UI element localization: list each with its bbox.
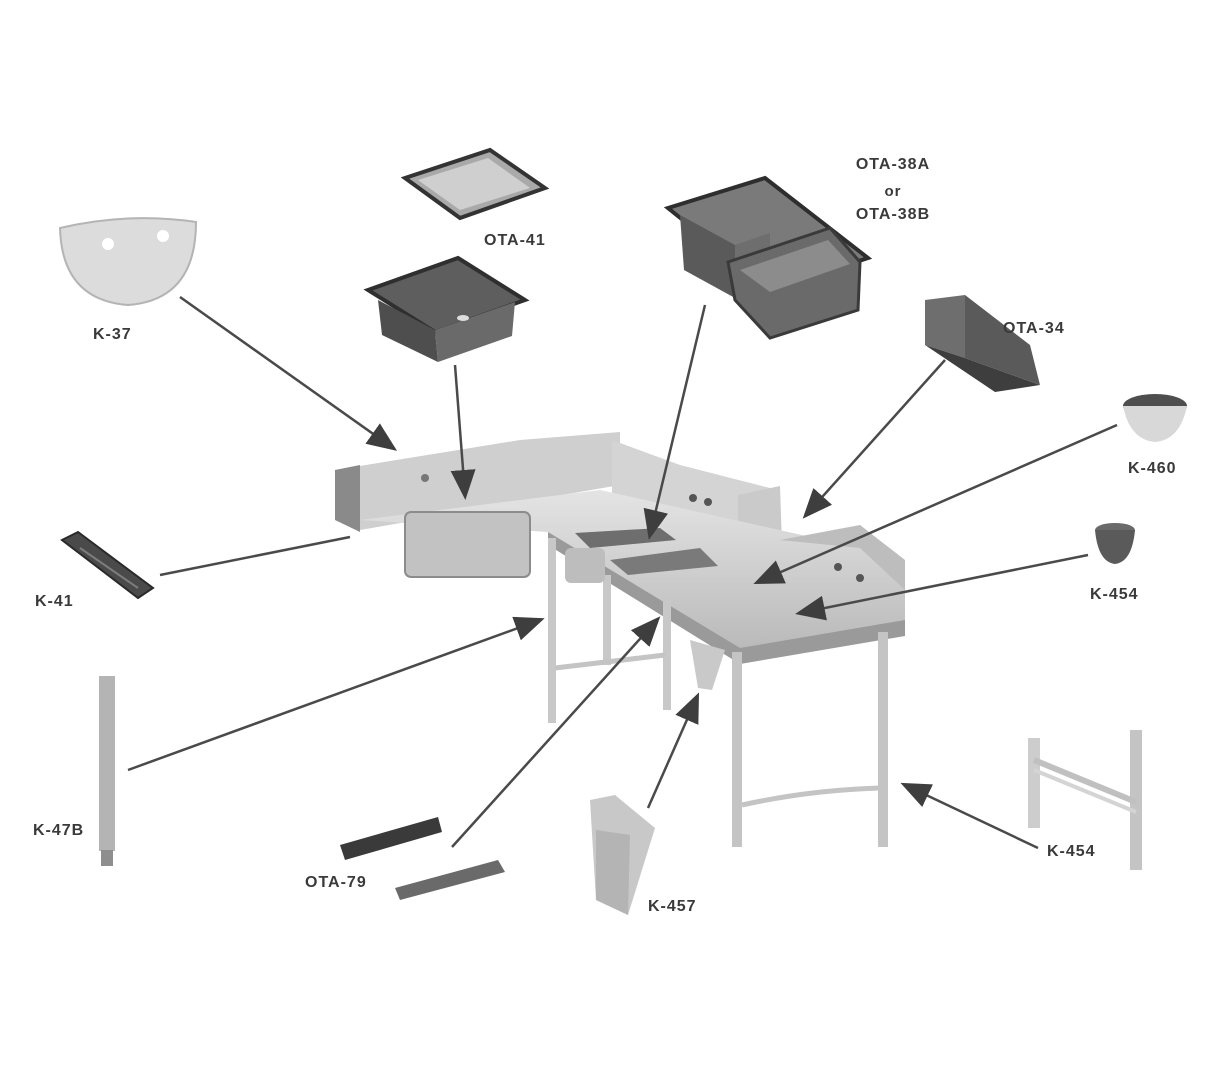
sink-table — [335, 432, 905, 847]
bowl-small-part — [1095, 523, 1135, 564]
table-leg — [663, 600, 671, 710]
double-sink-part — [663, 175, 873, 340]
faucet-hole — [689, 494, 697, 502]
label-double-sink-b: OTA-38B — [855, 206, 931, 223]
arrow-double-sink — [643, 304, 707, 540]
crossrail-part — [1028, 730, 1142, 870]
left-backsplash — [335, 432, 620, 530]
label-splash-shelf: OTA-34 — [1003, 320, 1065, 337]
splash-shelf-part — [925, 295, 1040, 392]
drain-strip-part — [60, 530, 155, 600]
label-bowl-large: K-460 — [1128, 460, 1177, 477]
label-crossrail: K-454 — [1047, 843, 1096, 860]
bowl-large-part — [1123, 394, 1187, 442]
label-double-sink-or: or — [884, 183, 902, 200]
arrow-basket — [179, 295, 398, 451]
table-leg — [603, 575, 611, 665]
faucet-hole — [421, 474, 429, 482]
faucet-hole — [834, 563, 842, 571]
arrow-cover-strips — [451, 616, 661, 848]
label-drainboard: OTA-41 — [484, 232, 546, 249]
callout-arrows — [127, 295, 1118, 850]
arrow-drain-strip — [159, 535, 351, 577]
leg-part — [99, 676, 115, 866]
drainboard-part — [400, 147, 550, 221]
arrow-splash-shelf — [802, 359, 946, 519]
arrow-bowl-small — [795, 553, 1089, 621]
label-cover-strips: OTA-79 — [305, 874, 367, 891]
label-double-sink-a: OTA-38A — [855, 156, 931, 173]
arrow-crossrail — [900, 782, 1039, 850]
label-corner-bracket: K-457 — [648, 898, 697, 915]
table-crossrail — [741, 785, 881, 808]
faucet-hole — [704, 498, 712, 506]
right-backsplash — [612, 440, 778, 540]
cover-strips-part — [340, 817, 505, 900]
under-sink-bowl — [565, 548, 605, 583]
basket-part — [58, 217, 198, 307]
sink-opening-2 — [610, 548, 718, 575]
sink-bowl-part — [363, 255, 530, 362]
faucet-hole — [856, 574, 864, 582]
left-sink-basin — [404, 511, 531, 578]
left-end-cap — [335, 465, 360, 532]
table-leg — [548, 538, 556, 723]
rear-splash — [780, 525, 905, 590]
arrow-leg — [127, 616, 545, 772]
drain-bowl — [690, 640, 725, 690]
table-crossrail — [554, 652, 666, 671]
table-leg — [732, 652, 742, 847]
arrow-sink-bowl — [450, 364, 476, 500]
label-basket: K-37 — [93, 326, 132, 343]
label-drain-strip: K-41 — [35, 593, 74, 610]
corner-bracket-part — [590, 795, 655, 915]
label-leg: K-47B — [33, 822, 85, 839]
table-leg — [878, 632, 888, 847]
label-bowl-small: K-454 — [1090, 586, 1139, 603]
arrow-corner-bracket — [646, 692, 700, 809]
arrow-bowl-large — [753, 423, 1118, 585]
